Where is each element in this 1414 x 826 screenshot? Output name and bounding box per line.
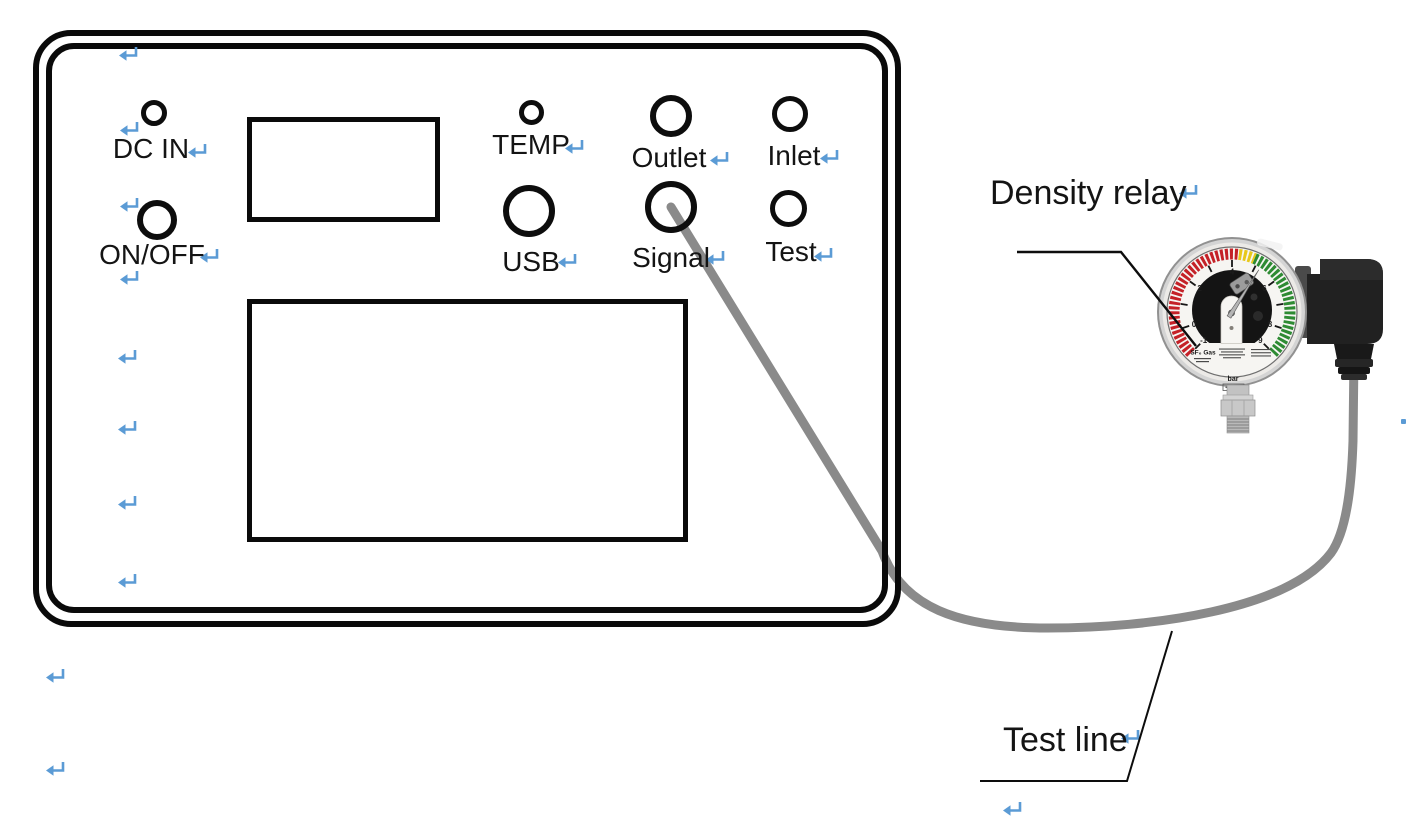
- paragraph-return-mark: [704, 248, 726, 267]
- port-inlet-circle: [772, 96, 808, 132]
- display-window-small: [247, 117, 440, 222]
- paragraph-return-mark: [1001, 799, 1023, 818]
- paragraph-return-mark: [1119, 727, 1141, 746]
- port-outlet-circle: [650, 95, 692, 137]
- svg-text:2: 2: [1197, 284, 1202, 293]
- paragraph-return-mark: [118, 195, 140, 214]
- gauge-color-zones: [1168, 248, 1296, 357]
- paragraph-return-mark: [812, 245, 834, 264]
- port-usb-circle: [503, 185, 555, 237]
- port-signal-circle: [645, 181, 697, 233]
- port-on-off-label: ON/OFF: [99, 239, 205, 270]
- display-window-large: [247, 299, 688, 542]
- port-inlet-label: Inlet: [767, 140, 821, 171]
- port-usb-label: USB: [502, 246, 560, 277]
- paragraph-return-mark: [44, 666, 66, 685]
- gauge-scale-labels: -10 2 4 6 89: [1192, 268, 1273, 345]
- port-test-circle: [769, 189, 807, 227]
- paragraph-return-mark: [116, 493, 138, 512]
- paragraph-return-mark: [116, 347, 138, 366]
- svg-text:8: 8: [1268, 320, 1273, 329]
- svg-text:6: 6: [1262, 284, 1267, 293]
- density-relay-label: Density relay: [990, 174, 1187, 212]
- density-relay-leader-line: [1017, 250, 1197, 347]
- port-on-off-circle: [137, 200, 177, 240]
- svg-text:9: 9: [1258, 336, 1263, 345]
- paragraph-return-mark: [198, 246, 220, 265]
- paragraph-return-mark: [116, 418, 138, 437]
- gauge-tick-marks: [1180, 260, 1284, 350]
- paragraph-return-mark: [818, 147, 840, 166]
- stray-period-mark: [1401, 419, 1406, 424]
- test-line-label: Test line: [1003, 721, 1128, 759]
- port-outlet-label: Outlet: [631, 142, 707, 173]
- svg-text:0: 0: [1192, 320, 1197, 329]
- gauge-needle: [1226, 269, 1260, 319]
- test-line-leader-line: [980, 630, 1173, 782]
- paragraph-return-mark: [563, 137, 585, 156]
- paragraph-return-mark: [1177, 182, 1199, 201]
- paragraph-return-mark: [708, 149, 730, 168]
- dial-fine-print: [1194, 348, 1271, 363]
- dial-gas-label: SF₆ Gas: [1190, 350, 1216, 357]
- paragraph-return-mark: [118, 119, 140, 138]
- device-panel-outer-border: [33, 30, 901, 627]
- paragraph-return-mark: [117, 44, 139, 63]
- paragraph-return-mark: [44, 759, 66, 778]
- dial-lower-area: [1177, 343, 1287, 375]
- paragraph-return-mark: [116, 571, 138, 590]
- paragraph-return-mark: [556, 251, 578, 270]
- dial-unit-label: bar: [1228, 376, 1239, 383]
- svg-text:4: 4: [1230, 268, 1235, 277]
- mechanism-detail: [1253, 311, 1263, 321]
- paragraph-return-mark: [118, 268, 140, 287]
- paragraph-return-mark: [186, 141, 208, 160]
- port-dc-in-label: DC IN: [112, 133, 190, 164]
- gauge-stem-fitting: [1220, 384, 1256, 434]
- device-panel-inner-border: [46, 43, 888, 613]
- svg-text:-1: -1: [1200, 336, 1208, 345]
- mechanism-detail: [1250, 293, 1258, 301]
- port-dc-in-circle: [141, 100, 167, 126]
- port-temp-circle: [518, 99, 544, 125]
- port-temp-label: TEMP: [492, 129, 570, 160]
- port-test-label: Test: [765, 236, 817, 267]
- port-signal-label: Signal: [632, 242, 710, 273]
